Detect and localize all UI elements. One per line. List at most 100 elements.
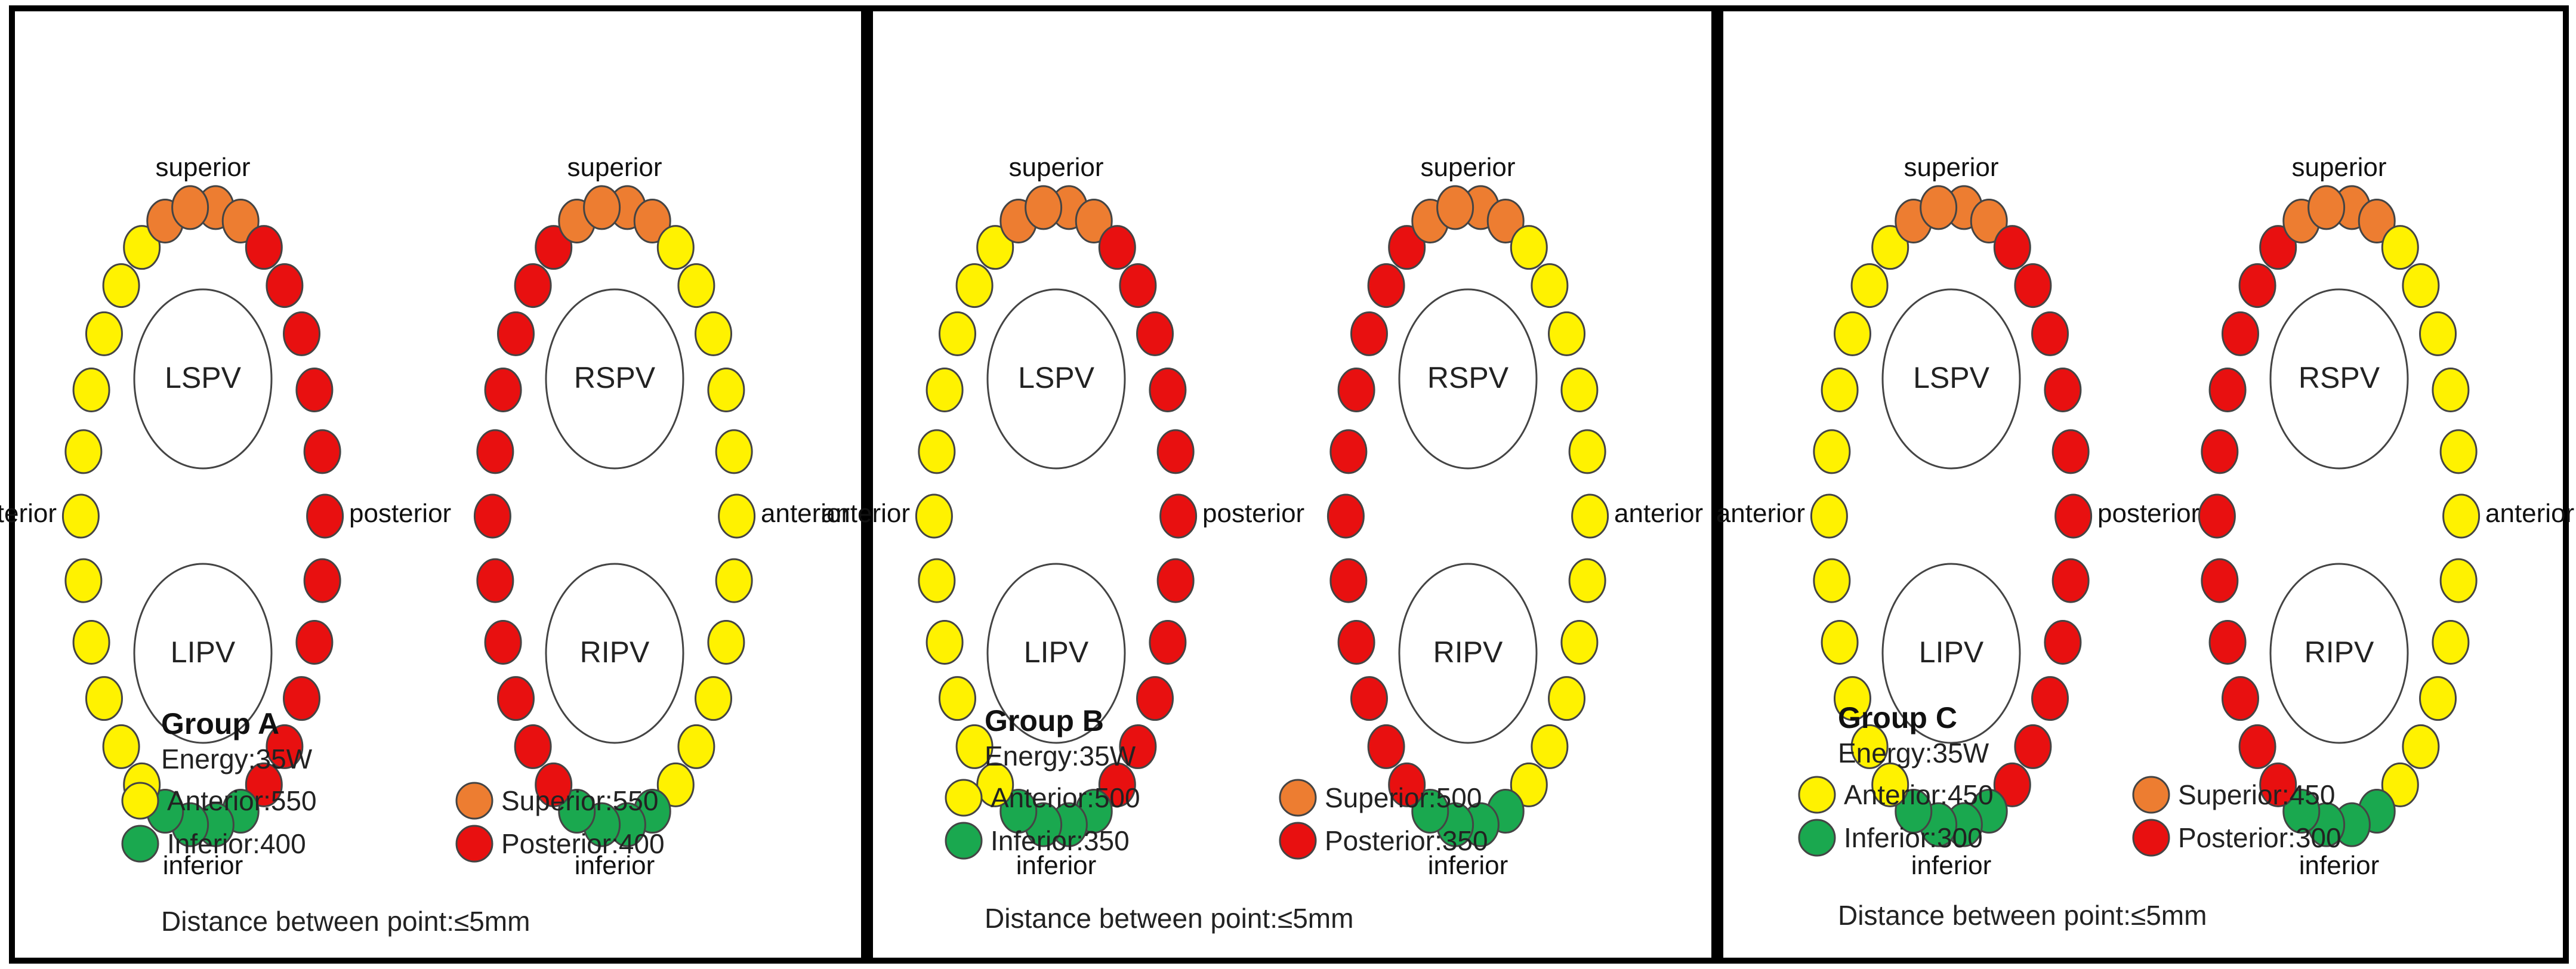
ablation-point-anterior: [1548, 676, 1586, 721]
legend-swatch-inferior: [121, 825, 159, 863]
vein-right-lower: [1398, 563, 1538, 744]
ablation-point-anterior: [938, 676, 976, 721]
panel-group-a: LSPVLIPVsuperiorinferioranteriorposterio…: [0, 5, 867, 964]
ablation-point-posterior: [2201, 558, 2239, 603]
ablation-point-anterior: [656, 762, 695, 807]
label-inferior: inferior: [1428, 851, 1508, 880]
ablation-point-anterior: [2402, 263, 2440, 308]
vein-label-right-upper: RSPV: [1427, 361, 1509, 394]
ablation-point-posterior: [2238, 724, 2276, 769]
ablation-point-posterior: [2259, 762, 2297, 807]
ablation-point-anterior: [955, 263, 994, 308]
ablation-point-anterior: [1810, 493, 1848, 539]
ablation-point-posterior: [266, 724, 304, 769]
legend-inferior: Inferior:300: [1844, 822, 1983, 853]
ablation-point-posterior: [1367, 263, 1405, 308]
ablation-point-superior: [1970, 198, 2008, 243]
ablation-point-anterior: [1548, 311, 1586, 356]
vein-label-right-upper: RSPV: [2299, 361, 2380, 394]
vein-label-left-upper: LSPV: [1913, 361, 1990, 394]
ablation-point-anterior: [1871, 225, 1909, 270]
legend-superior: Superior:550: [501, 785, 658, 816]
ablation-point-superior: [1075, 198, 1113, 243]
ablation-point-superior: [1486, 198, 1525, 243]
ablation-point-posterior: [496, 311, 535, 356]
legend-swatch-anterior: [1798, 776, 1836, 814]
ablation-point-posterior: [1136, 676, 1174, 721]
vein-right-lower: [545, 563, 684, 744]
legend-swatch-anterior: [121, 782, 159, 820]
label-inferior: inferior: [2299, 851, 2380, 880]
ablation-point-superior: [1025, 185, 1063, 230]
ablation-point-anterior: [1813, 558, 1851, 603]
vein-label-right-lower: RIPV: [1433, 635, 1503, 669]
ablation-point-posterior: [2259, 225, 2297, 270]
vein-left-upper: [986, 288, 1126, 470]
ablation-point-posterior: [473, 493, 511, 539]
ablation-point-posterior: [2014, 263, 2052, 308]
ablation-point-posterior: [535, 225, 573, 270]
energy-text: Energy:35W: [161, 743, 313, 774]
ablation-point-posterior: [245, 225, 283, 270]
vein-label-right-lower: RIPV: [2304, 635, 2374, 669]
label-inferior: inferior: [1016, 851, 1097, 880]
ablation-point-anterior: [61, 493, 100, 539]
ablation-point-anterior: [1510, 762, 1548, 807]
legend-posterior: Posterior:400: [501, 828, 665, 859]
legend-swatch-posterior: [455, 825, 493, 863]
ablation-point-posterior: [283, 676, 321, 721]
ablation-point-anterior: [707, 620, 745, 665]
ablation-point-anterior: [707, 367, 745, 412]
ablation-point-anterior: [2419, 311, 2457, 356]
ablation-point-anterior: [2442, 493, 2481, 539]
ablation-point-superior: [583, 185, 621, 230]
label-anterior: anterior: [821, 499, 910, 528]
ablation-point-anterior: [976, 225, 1014, 270]
ablation-point-posterior: [1159, 493, 1198, 539]
ablation-point-anterior: [2402, 724, 2440, 769]
ablation-point-posterior: [266, 263, 304, 308]
ablation-point-anterior: [2381, 225, 2419, 270]
left-vein-ring: LSPVLIPVsuperiorinferioranteriorposterio…: [0, 153, 451, 880]
ablation-point-anterior: [2419, 676, 2457, 721]
legend-superior: Superior:500: [1325, 782, 1482, 813]
ablation-point-anterior: [1571, 493, 1609, 539]
vein-right-upper: [545, 288, 684, 470]
ablation-point-anterior: [1850, 724, 1889, 769]
legend-superior: Superior:450: [2178, 779, 2335, 810]
label-superior: superior: [1904, 153, 1999, 182]
ablation-point-anterior: [1531, 724, 1569, 769]
ablation-point-posterior: [2051, 558, 2090, 603]
vein-label-right-lower: RIPV: [580, 635, 650, 669]
ablation-point-posterior: [2208, 620, 2247, 665]
ablation-point-posterior: [1350, 676, 1388, 721]
label-anterior: anterior: [0, 499, 57, 528]
ablation-point-anterior: [925, 367, 964, 412]
ablation-point-posterior: [476, 429, 514, 474]
ablation-point-anterior: [718, 493, 756, 539]
ablation-point-anterior: [915, 493, 953, 539]
ablation-point-posterior: [476, 558, 514, 603]
ablation-point-anterior: [918, 558, 956, 603]
ablation-point-posterior: [514, 263, 552, 308]
ablation-point-posterior: [1337, 367, 1375, 412]
ablation-point-posterior: [2198, 493, 2236, 539]
legend-posterior: Posterior:300: [2178, 822, 2341, 853]
ablation-point-inferior: [999, 789, 1038, 834]
ablation-point-posterior: [1367, 724, 1405, 769]
ablation-point-anterior: [2381, 762, 2419, 807]
ablation-point-anterior: [2432, 367, 2470, 412]
ablation-point-anterior: [1560, 367, 1599, 412]
ablation-point-posterior: [295, 367, 334, 412]
ablation-point-posterior: [484, 367, 522, 412]
ablation-point-posterior: [245, 762, 283, 807]
ablation-point-posterior: [1350, 311, 1388, 356]
ablation-point-anterior: [1871, 762, 1909, 807]
ablation-point-posterior: [1149, 367, 1187, 412]
